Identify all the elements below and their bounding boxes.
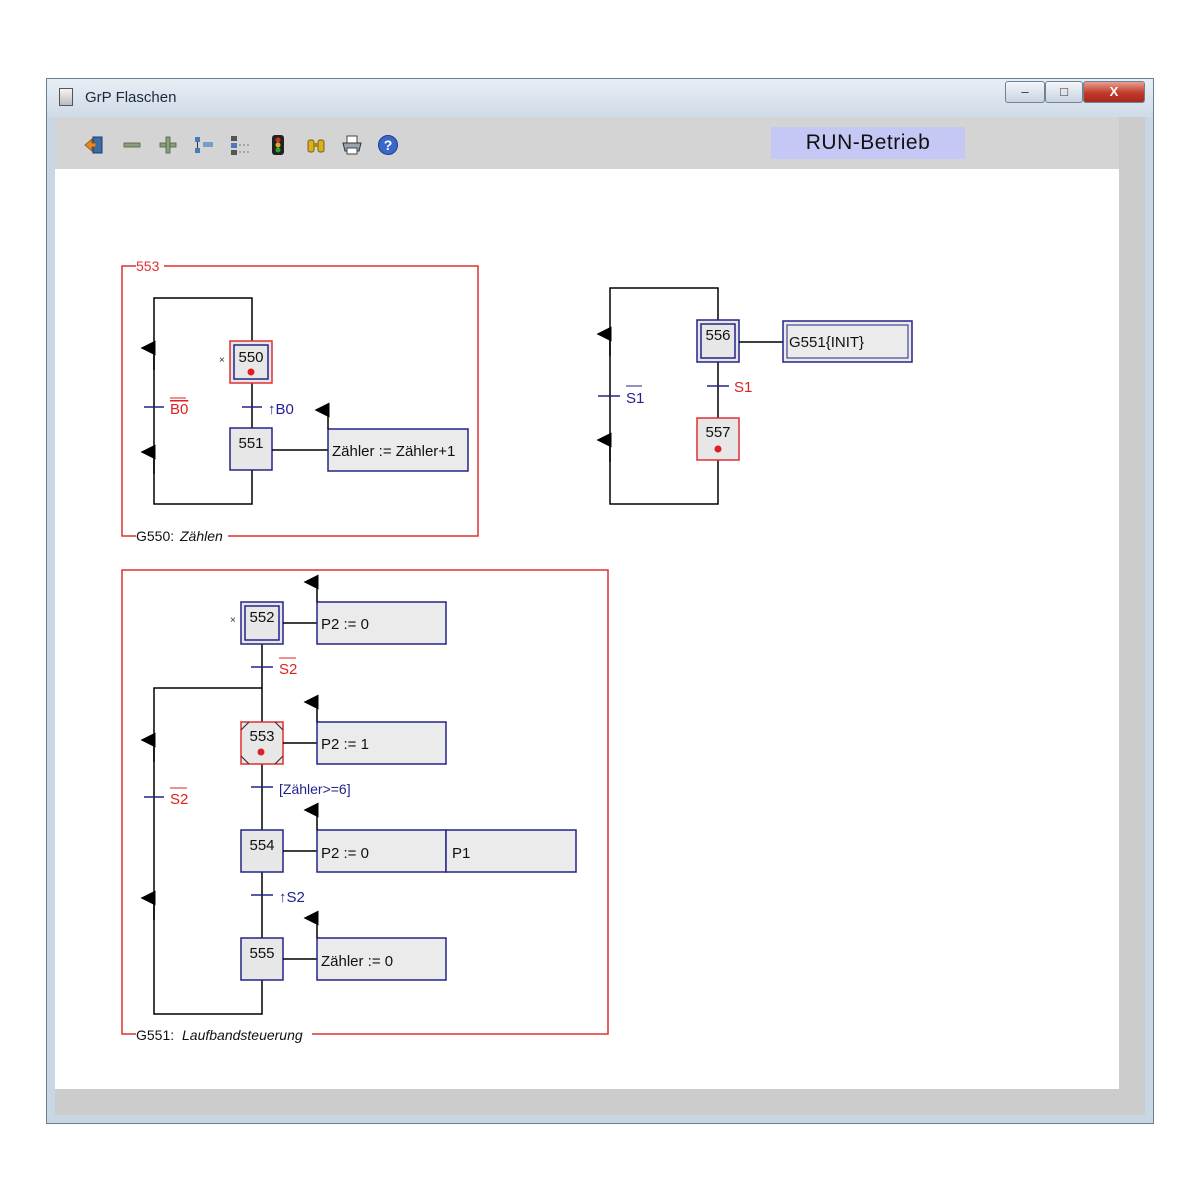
action-text: Zähler := Zähler+1 xyxy=(332,443,455,460)
group-frame xyxy=(121,569,609,1035)
traffic-light-icon[interactable] xyxy=(267,134,289,156)
action-text: P1 xyxy=(452,845,470,862)
minimize-button[interactable]: – xyxy=(1005,81,1045,103)
tree-view-icon[interactable] xyxy=(229,134,251,156)
group-name-prefix: G550: xyxy=(136,528,174,544)
close-icon: X xyxy=(1109,84,1119,99)
zoom-out-icon[interactable] xyxy=(121,134,143,156)
active-token xyxy=(257,748,265,756)
transition-condition: S1 xyxy=(734,379,752,396)
diagram-area[interactable]: ? RUN-Betrieb xyxy=(55,117,1119,1089)
step-554[interactable] xyxy=(240,829,284,873)
toolbar: ? RUN-Betrieb xyxy=(55,117,1119,169)
zoom-in-icon[interactable] xyxy=(157,134,179,156)
step-number: 556 xyxy=(705,327,730,344)
action-text: G551{INIT} xyxy=(789,334,864,351)
maximize-button[interactable]: □ xyxy=(1045,81,1083,103)
transition-condition: [Zähler>=6] xyxy=(279,781,351,797)
minimize-icon: – xyxy=(1021,84,1029,99)
transition-condition: ↑S2 xyxy=(279,889,305,906)
initial-marker: × xyxy=(219,355,225,366)
action-box[interactable] xyxy=(316,601,447,645)
transition-condition: B0 xyxy=(170,401,188,418)
action-box[interactable] xyxy=(316,937,447,981)
step-550[interactable] xyxy=(229,340,273,384)
step-number: 554 xyxy=(249,837,274,854)
window-title: GrP Flaschen xyxy=(85,89,177,106)
action-text: P2 := 0 xyxy=(321,616,369,633)
transition-condition: ↑B0 xyxy=(268,401,294,418)
app-icon xyxy=(59,88,73,106)
action-text: P2 := 1 xyxy=(321,736,369,753)
binoculars-icon[interactable] xyxy=(305,134,327,156)
group-name: Laufbandsteuerung xyxy=(182,1027,303,1043)
initial-step-inner xyxy=(233,344,269,380)
step-556[interactable] xyxy=(696,319,740,363)
mode-indicator: RUN-Betrieb xyxy=(771,127,965,159)
exit-icon[interactable] xyxy=(83,134,105,156)
action-text: Zähler := 0 xyxy=(321,953,393,970)
close-button[interactable]: X xyxy=(1083,81,1145,103)
step-number: 550 xyxy=(238,349,263,366)
transition-condition: S1 xyxy=(626,390,644,407)
transition-condition: S2 xyxy=(170,791,188,808)
group-init: 556 G551{INIT} S1 S1 557 xyxy=(596,287,913,505)
help-icon[interactable]: ? xyxy=(377,134,399,156)
step-557[interactable] xyxy=(696,417,740,461)
step-551[interactable] xyxy=(229,427,273,471)
vertical-scrollbar[interactable] xyxy=(1119,117,1145,1089)
initial-marker: × xyxy=(230,615,236,626)
transition-condition: S2 xyxy=(279,661,297,678)
macro-step-label: 553 xyxy=(136,258,160,274)
step-number: 553 xyxy=(249,728,274,745)
loop-line xyxy=(153,687,263,1015)
group-g551: G551: Laufbandsteuerung × 552 P2 := 0 S2… xyxy=(121,569,609,1043)
group-name: Zählen xyxy=(179,528,223,544)
step-layout-icon[interactable] xyxy=(193,134,215,156)
group-g550: 553 G550: Zählen × 550 B0 ↑B0 551 Zähler… xyxy=(121,258,479,544)
active-token xyxy=(247,368,255,376)
action-box[interactable] xyxy=(445,829,577,873)
step-number: 551 xyxy=(238,435,263,452)
horizontal-scrollbar[interactable] xyxy=(55,1089,1145,1115)
print-icon[interactable] xyxy=(341,134,363,156)
action-box[interactable] xyxy=(782,320,913,363)
loop-line xyxy=(153,297,253,505)
action-box[interactable] xyxy=(316,829,447,873)
group-name-prefix: G551: xyxy=(136,1027,174,1043)
group-frame xyxy=(121,265,479,537)
active-token xyxy=(714,445,722,453)
step-number: 552 xyxy=(249,609,274,626)
action-text: P2 := 0 xyxy=(321,845,369,862)
action-box[interactable] xyxy=(327,428,469,472)
action-box[interactable] xyxy=(316,721,447,765)
title-bar[interactable]: GrP Flaschen – □ X xyxy=(47,79,1153,117)
app-window: GrP Flaschen – □ X xyxy=(46,78,1154,1124)
svg-text:?: ? xyxy=(384,137,393,153)
maximize-icon: □ xyxy=(1060,84,1068,99)
step-number: 557 xyxy=(705,424,730,441)
step-number: 555 xyxy=(249,945,274,962)
